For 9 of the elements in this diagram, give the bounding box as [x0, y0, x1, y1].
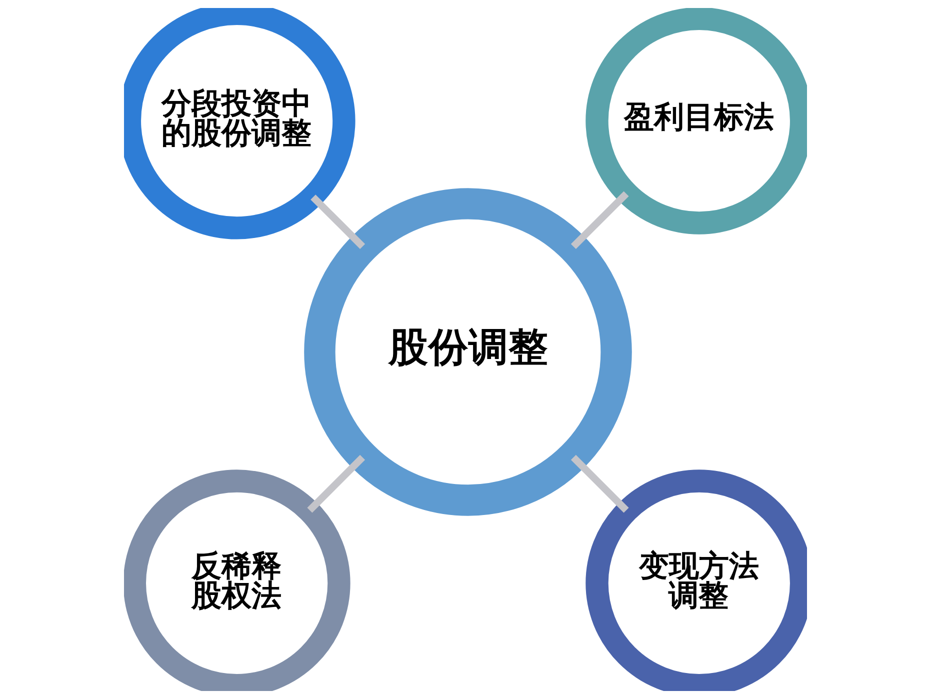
node-circle: 变现方法调整: [585, 470, 806, 691]
connector: [570, 454, 628, 513]
node-circle: 分段投资中的股份调整: [124, 8, 355, 240]
connector: [306, 454, 365, 513]
node-circle: 盈利目标法: [585, 8, 806, 234]
connector: [310, 194, 365, 250]
node-circle: 反稀释股权法: [124, 470, 350, 691]
node-circle: 股份调整: [304, 188, 632, 516]
connector: [570, 191, 628, 250]
